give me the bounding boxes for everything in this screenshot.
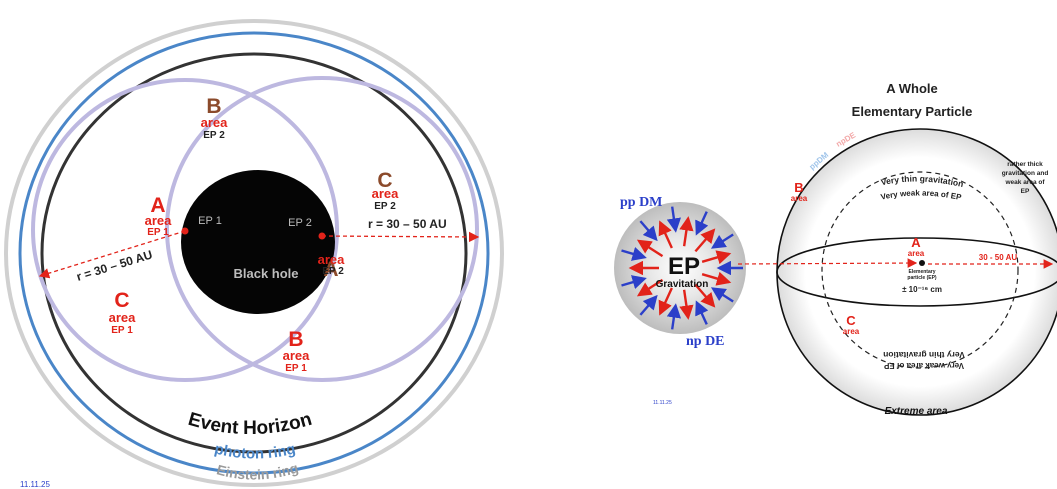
ep2-orbit-circle <box>165 76 479 382</box>
svg-text:area: area <box>109 310 137 325</box>
svg-text:area: area <box>791 194 808 203</box>
ep-to-sphere-arrow <box>737 258 918 268</box>
ep-label: EP <box>668 253 700 280</box>
svg-text:B: B <box>206 95 221 118</box>
inward-arrow-icon <box>695 300 709 325</box>
svg-text:EP 2: EP 2 <box>322 266 344 277</box>
ep2-inner-label: EP 2 <box>288 217 312 229</box>
thin-gravitation-bottom: Very weak area of EP Very thin gravitati… <box>883 350 965 370</box>
svg-text:EP: EP <box>1021 188 1030 195</box>
inward-arrow-icon <box>621 247 647 261</box>
einstein-ring <box>4 19 504 487</box>
left-date: 11.11.25 <box>20 480 51 489</box>
svg-text:EP 2: EP 2 <box>374 201 396 212</box>
inward-arrow-icon <box>666 206 682 233</box>
equator-ellipse <box>776 237 1057 307</box>
svg-text:area: area <box>201 115 229 130</box>
svg-text:weak area of: weak area of <box>1004 179 1045 186</box>
ep-rays <box>621 206 743 330</box>
einstein-ring-label: Einstein ring <box>215 460 300 483</box>
inner-dashed-sphere <box>821 171 1019 369</box>
inward-arrow-icon <box>695 211 709 236</box>
area-c-left: C area EP 1 <box>109 289 137 336</box>
ep1-orbit-circle <box>31 78 339 382</box>
right-area-a: A area <box>908 235 925 258</box>
area-b-bottom: B area EP 1 <box>283 328 311 374</box>
right-diagram: A Whole Elementary Particle EP Gravitati… <box>614 81 1057 417</box>
right-area-b: B area <box>791 180 808 203</box>
svg-text:EP 1: EP 1 <box>111 325 133 336</box>
svg-text:B: B <box>794 180 803 195</box>
title-line-2: Elementary Particle <box>852 104 973 119</box>
outward-arrow-icon <box>636 278 664 297</box>
title-line-1: A Whole <box>886 81 938 96</box>
outward-arrow-icon <box>658 220 673 249</box>
svg-text:EP 1: EP 1 <box>285 363 307 374</box>
particle-label-2: particle (EP) <box>907 275 937 281</box>
ep-gravitation-label: Gravitation <box>656 279 709 290</box>
inward-arrow-icon <box>666 303 682 330</box>
inward-arrow-icon <box>621 275 647 289</box>
radius-arrow-right <box>321 231 480 243</box>
outward-arrow-icon <box>694 283 716 308</box>
svg-text:C: C <box>114 289 129 312</box>
inward-arrow-icon <box>639 220 658 242</box>
range-label: 30 - 50 AU <box>979 253 1018 262</box>
svg-text:C: C <box>377 169 392 192</box>
photon-ring <box>18 31 490 475</box>
outward-arrow-icon <box>636 239 664 258</box>
black-hole <box>181 170 335 314</box>
outward-arrow-icon <box>658 287 673 316</box>
inward-arrow-icon <box>710 233 734 249</box>
svg-text:area: area <box>843 327 860 336</box>
outward-arrow-icon <box>679 289 694 320</box>
svg-text:area: area <box>318 252 346 267</box>
svg-text:EP 1: EP 1 <box>147 227 169 238</box>
area-c-right: C area EP 2 <box>372 169 400 212</box>
inward-arrow-icon <box>639 294 658 316</box>
center-particle-dot <box>919 260 925 266</box>
svg-text:area: area <box>145 213 173 228</box>
particle-size: ± 10⁻¹⁶ cm <box>902 285 942 294</box>
svg-text:Very thin gravitation: Very thin gravitation <box>883 350 965 360</box>
radius-arrow-left <box>38 230 186 279</box>
svg-text:Very weak area of EP: Very weak area of EP <box>883 361 964 370</box>
svg-text:area: area <box>283 348 311 363</box>
ep1-inner-label: EP 1 <box>198 215 222 227</box>
area-a-right: A area EP 2 <box>318 252 346 281</box>
svg-text:C: C <box>846 313 856 328</box>
area-b-top: B area EP 2 <box>201 95 229 141</box>
rather-thick-note: rather thick gravitation and weak area o… <box>1002 161 1049 195</box>
outward-arrow-icon <box>701 271 732 286</box>
svg-text:B: B <box>288 328 303 351</box>
svg-text:rather thick: rather thick <box>1007 161 1043 168</box>
extreme-area-label: Extreme area <box>885 406 948 417</box>
area-a-left: A area EP 1 <box>145 194 173 238</box>
right-area-c: C area <box>843 313 860 336</box>
svg-text:area: area <box>908 249 925 258</box>
outward-arrow-icon <box>679 216 694 247</box>
svg-text:A: A <box>911 235 921 250</box>
outward-arrow-icon <box>701 250 732 265</box>
left-diagram: Black hole EP 1 EP 2 r = 30 – 50 AU r = … <box>4 19 504 489</box>
right-date: 11.11.25 <box>653 400 672 406</box>
black-hole-label: Black hole <box>233 266 298 281</box>
event-horizon-ring <box>40 52 468 454</box>
photon-ring-label: photon ring <box>213 440 297 462</box>
svg-text:EP 2: EP 2 <box>203 130 225 141</box>
svg-text:area: area <box>372 186 400 201</box>
svg-text:A: A <box>150 194 165 217</box>
svg-text:A: A <box>323 258 338 281</box>
particle-label-1: Elementary <box>909 269 936 275</box>
inward-arrow-icon <box>710 287 734 303</box>
event-horizon-label: Event Horizon <box>186 409 315 439</box>
pp-dm-label: pp DM <box>620 195 662 210</box>
svg-text:gravitation and: gravitation and <box>1002 170 1049 177</box>
np-de-label: np DE <box>686 334 725 349</box>
outward-arrow-icon <box>694 228 716 253</box>
radius-label-right: r = 30 – 50 AU <box>368 217 447 231</box>
